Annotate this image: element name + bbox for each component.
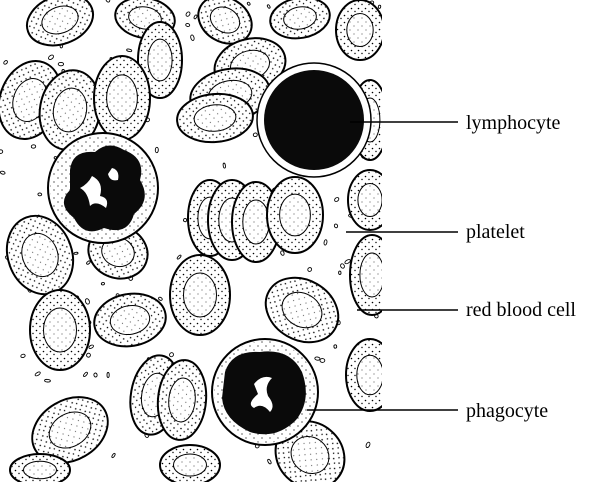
platelet <box>315 357 321 361</box>
platelet <box>31 145 36 149</box>
platelet <box>185 23 190 27</box>
platelet <box>0 171 5 175</box>
platelet <box>45 379 51 382</box>
red-blood-cell <box>90 288 170 352</box>
red-blood-cell <box>336 0 384 60</box>
platelet <box>48 54 55 60</box>
platelet <box>267 4 271 8</box>
platelet <box>38 193 42 196</box>
platelet <box>86 353 91 358</box>
label-platelet: platelet <box>466 222 525 242</box>
phagocyte-cell-lower <box>212 339 318 445</box>
platelet <box>169 352 175 358</box>
platelet <box>105 0 110 3</box>
platelet <box>183 218 187 222</box>
red-blood-cell <box>10 454 70 482</box>
platelet <box>158 297 163 301</box>
platelet <box>340 263 345 269</box>
platelet <box>20 354 25 358</box>
red-blood-cell <box>267 0 333 43</box>
platelet <box>58 62 63 65</box>
platelet <box>324 239 328 245</box>
platelet <box>94 373 98 378</box>
platelet <box>88 344 94 349</box>
platelet <box>185 11 191 17</box>
platelet <box>111 453 115 458</box>
platelet <box>34 371 40 376</box>
red-blood-cell <box>346 339 394 411</box>
platelet <box>107 373 109 378</box>
red-blood-cell <box>160 445 220 482</box>
label-red-blood-cell: red blood cell <box>466 300 576 320</box>
platelet <box>267 459 272 465</box>
platelet <box>85 298 91 305</box>
label-phagocyte: phagocyte <box>466 401 548 421</box>
red-blood-cell <box>94 56 150 140</box>
platelet <box>334 345 337 349</box>
red-blood-cell <box>30 290 90 370</box>
platelet <box>378 5 381 9</box>
platelet <box>0 150 3 154</box>
red-blood-cell <box>170 255 230 335</box>
platelet <box>74 252 78 254</box>
label-lymphocyte: lymphocyte <box>466 113 560 133</box>
platelet <box>86 260 91 265</box>
lymphocyte-cell <box>257 63 371 177</box>
phagocyte-cell-upper <box>48 133 158 243</box>
red-blood-cell <box>348 170 392 230</box>
platelet <box>334 224 338 229</box>
platelet <box>190 35 195 41</box>
platelet <box>177 255 182 260</box>
platelet <box>339 271 342 275</box>
platelet <box>334 197 340 203</box>
platelet <box>101 282 105 285</box>
red-blood-cell <box>267 177 323 253</box>
platelet <box>3 60 8 65</box>
platelet <box>307 267 312 272</box>
platelet <box>83 372 88 377</box>
platelet <box>247 2 251 6</box>
red-blood-cell <box>350 235 394 315</box>
platelet <box>223 163 226 168</box>
platelet <box>193 14 197 19</box>
platelet <box>126 49 132 53</box>
platelet <box>320 358 325 362</box>
platelet <box>253 133 258 137</box>
platelet <box>155 147 158 153</box>
platelet <box>365 442 370 449</box>
